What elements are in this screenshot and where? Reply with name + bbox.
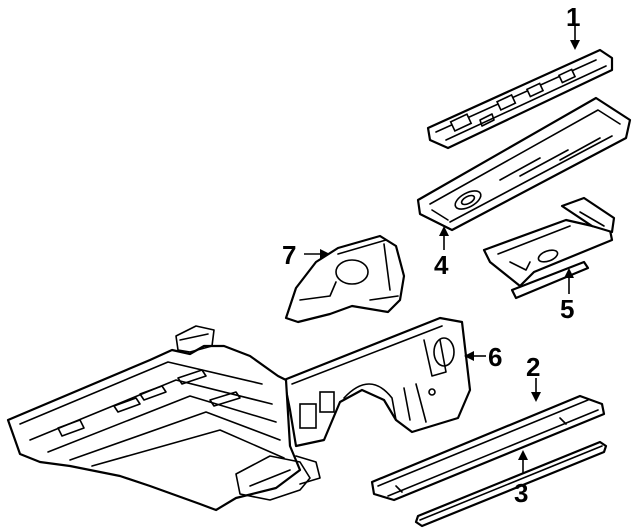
callout-1-label: 1 [566,2,580,32]
callout-labels: 1 2 3 4 5 6 7 [282,2,580,508]
floor-pan [6,325,321,512]
part-3-molding-strip [414,440,608,528]
callout-7-label: 7 [282,240,296,270]
part-5-crossmember [482,196,616,300]
part-1-shelf-panel [426,48,614,150]
part-7-wheelhouse [284,234,406,324]
callout-5-label: 5 [560,294,574,324]
callout-3-label: 3 [514,478,528,508]
part-2-rear-sill [370,394,606,502]
callout-leaders [304,24,580,474]
callout-2-label: 2 [526,352,540,382]
part-4-floor-extension [416,96,632,232]
part-6-inner-panel [282,316,472,448]
callout-6-label: 6 [488,342,502,372]
callout-4-label: 4 [434,250,449,280]
